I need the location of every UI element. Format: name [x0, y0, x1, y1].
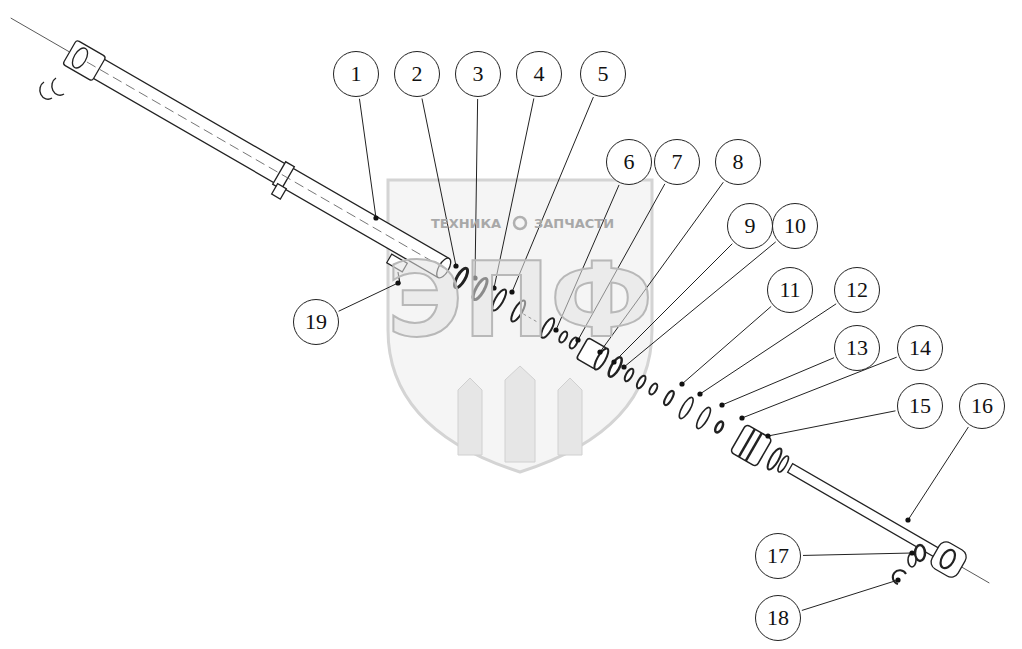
leader-line: [742, 357, 897, 418]
callout-number: 15: [909, 395, 931, 417]
callout-number: 14: [909, 337, 931, 359]
callout-circle: 16: [959, 383, 1005, 429]
leader-line: [908, 427, 968, 520]
callout-number: 19: [305, 311, 327, 333]
callout-number: 11: [779, 279, 800, 301]
callout-number: 12: [846, 279, 868, 301]
leader-line: [768, 411, 895, 436]
rod-eye: [928, 539, 969, 580]
leader-line: [802, 580, 898, 610]
callout-circle: 8: [715, 139, 761, 185]
watermark-text: ТЕХНИКА: [431, 217, 501, 230]
callout-circle: 5: [580, 51, 626, 97]
watermark-wheat: [458, 366, 582, 462]
callout-number: 6: [624, 151, 635, 173]
leader-dot: [909, 550, 914, 555]
piston: [730, 424, 772, 467]
leader-dot: [739, 415, 744, 420]
callout-circle: 10: [772, 203, 818, 249]
callout-circle: 18: [755, 595, 801, 641]
eye-bushing-and-clip: [893, 545, 925, 584]
axis-line: [11, 18, 70, 52]
leader-line: [700, 304, 836, 394]
leader-line: [722, 358, 834, 405]
leader-dot: [621, 364, 626, 369]
callout-number: 18: [767, 607, 789, 629]
callout-circle: 17: [755, 533, 801, 579]
callout-circle: 1: [333, 51, 379, 97]
callout-circle: 13: [834, 325, 880, 371]
leader-dot: [765, 433, 770, 438]
callout-circle: 3: [455, 51, 501, 97]
callout-circle: 4: [516, 51, 562, 97]
callout-circle: 14: [897, 325, 943, 371]
callout-circle: 9: [727, 203, 773, 249]
watermark-text: ЭПФ: [387, 248, 654, 352]
callout-circle: 2: [394, 51, 440, 97]
clevis-eye: [69, 45, 90, 70]
leader-dot: [611, 359, 616, 364]
leader-dot: [895, 577, 900, 582]
leader-line: [682, 306, 771, 384]
leader-dot: [719, 402, 724, 407]
callout-number: 9: [745, 215, 756, 237]
callout-circle: 15: [897, 383, 943, 429]
retaining-rings: [40, 78, 64, 99]
barrel: [81, 52, 449, 277]
callout-number: 16: [971, 395, 993, 417]
watermark-gear: [514, 217, 526, 229]
leader-dot: [679, 381, 684, 386]
axis-line: [87, 62, 444, 268]
barrel-clevis: [63, 40, 106, 81]
leader-line: [803, 553, 912, 555]
callout-circle: 11: [767, 267, 813, 313]
callout-circle: 19: [293, 299, 339, 345]
callout-number: 13: [846, 337, 868, 359]
callout-number: 17: [767, 545, 789, 567]
callout-number: 10: [784, 215, 806, 237]
callout-number: 8: [733, 151, 744, 173]
leader-line: [422, 99, 456, 267]
callout-circle: 6: [606, 139, 652, 185]
callout-number: 7: [672, 151, 683, 173]
leader-line: [359, 99, 376, 218]
callout-number: 3: [473, 63, 484, 85]
callout-number: 1: [351, 63, 362, 85]
leader-dot: [905, 517, 910, 522]
callout-number: 2: [412, 63, 423, 85]
callout-circle: 7: [654, 139, 700, 185]
callout-number: 5: [598, 63, 609, 85]
leader-dot: [697, 391, 702, 396]
watermark-text: ЗАПЧАСТИ: [534, 217, 614, 230]
leader-dot: [373, 215, 378, 220]
callout-circle: 12: [834, 267, 880, 313]
clamp-bolt: [272, 184, 287, 199]
callout-number: 4: [534, 63, 545, 85]
cylinder-assembly: [0, 4, 997, 602]
piston-rod: [788, 464, 940, 558]
